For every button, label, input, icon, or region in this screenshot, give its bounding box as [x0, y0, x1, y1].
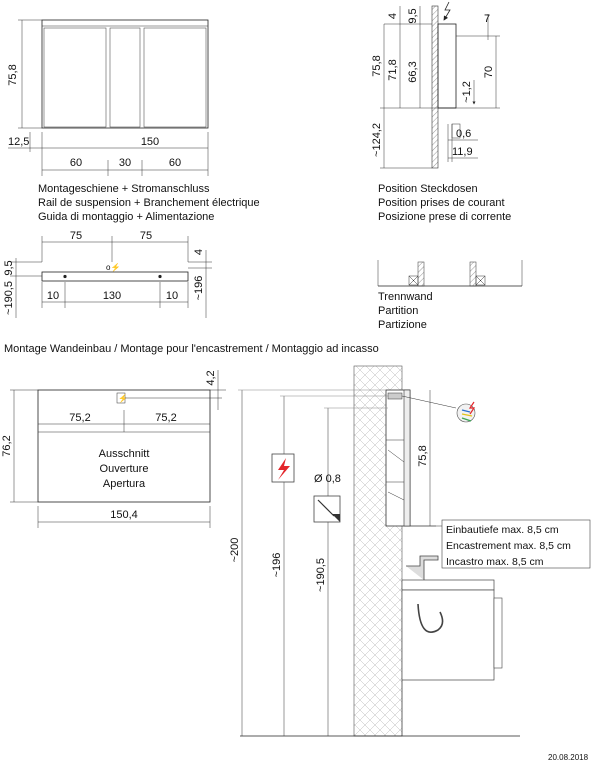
side-h124-2-label: ~124,2: [371, 123, 383, 157]
install-h200-label: ~200: [229, 538, 241, 563]
cutout-right-label: 75,2: [155, 412, 176, 424]
rail-bottom-mid-label: 130: [103, 290, 121, 302]
depth-note-it: Incastro max. 8,5 cm: [446, 556, 544, 568]
socket-caption: Position Steckdosen Position prises de c…: [378, 183, 511, 223]
drill-diameter-label: Ø 0,8: [314, 473, 341, 485]
rail-caption: Montageschiene + Stromanschluss Rail de …: [38, 183, 260, 223]
socket-caption-de: Position Steckdosen: [378, 183, 478, 195]
cabinet-front-view: 75,8 12,5 150 60 30 60: [7, 19, 209, 176]
cutout-view: ⚡ 4,2 76,2 75,2 75,2 Ausschnitt Ouvertur…: [1, 370, 226, 528]
rail-left-height-label: ~190,5: [3, 281, 15, 315]
vanity-unit: [401, 589, 495, 681]
rail-caption-fr: Rail de suspension + Branchement électri…: [38, 197, 260, 209]
side-d9-5-label: 9,5: [407, 8, 419, 23]
socket-caption-fr: Position prises de courant: [378, 197, 505, 209]
segment-left-label: 60: [70, 157, 82, 169]
side-h1-2-label: ~1,2: [461, 81, 473, 103]
rail-right-label: 75: [140, 230, 152, 242]
side-d4-label: 4: [387, 13, 399, 19]
siphon-icon: [417, 603, 444, 633]
faucet-icon: [406, 555, 439, 580]
partition-caption-it: Partizione: [378, 319, 427, 331]
side-d0-6-label: 0,6: [456, 128, 471, 140]
side-h70-label: 70: [483, 66, 495, 78]
socket-small-icon: ⚡: [118, 393, 128, 403]
socket-caption-it: Posizione prese di corrente: [378, 211, 511, 223]
install-h196-label: ~196: [271, 553, 283, 578]
rail-left-label: 75: [70, 230, 82, 242]
power-arrow-icon: [443, 1, 451, 21]
rail-caption-de: Montageschiene + Stromanschluss: [38, 183, 210, 195]
segment-mid-label: 30: [119, 157, 131, 169]
rail-view: 75 75 o⚡ 4 ~196 9,5 ~190,5 10 130 10: [3, 230, 212, 318]
cutout-left-label: 75,2: [69, 412, 90, 424]
rail-bottom-right-label: 10: [166, 290, 178, 302]
side-h75-8-label: 75,8: [371, 55, 383, 76]
socket-symbol: o⚡: [106, 262, 120, 272]
rail-right-height-label: ~196: [193, 276, 205, 301]
installation-section: ~200 ~196 ~190,5 75,8 Ø 0,8 Einbautiefe …: [229, 365, 591, 737]
rail-left-top-label: 9,5: [3, 260, 15, 275]
partition-caption: Trennwand Partition Partizione: [378, 291, 433, 331]
side-profile-view: 4 9,5 7 75,8 71,8 66,3 ~124,2 70 ~1,2 0,…: [371, 1, 500, 169]
cabinet-height-label: 75,8: [7, 64, 19, 85]
side-h71-8-label: 71,8: [387, 59, 399, 80]
cutout-height-label: 76,2: [1, 435, 13, 456]
cabinet-width-label: 150: [141, 136, 159, 148]
rail-caption-it: Guida di montaggio + Alimentazione: [38, 211, 214, 223]
side-d7-label: 7: [484, 13, 490, 25]
side-h66-3-label: 66,3: [407, 61, 419, 82]
install-h190-5-label: ~190,5: [315, 558, 327, 592]
cutout-label-it: Apertura: [103, 478, 146, 490]
cutout-label-de: Ausschnitt: [99, 448, 150, 460]
cutout-width-label: 150,4: [110, 509, 138, 521]
partition-caption-fr: Partition: [378, 305, 418, 317]
date-label: 20.08.2018: [548, 753, 589, 762]
rail-hole-right: [158, 274, 162, 279]
depth-note-fr: Encastrement max. 8,5 cm: [446, 540, 571, 552]
section-title: Montage Wandeinbau / Montage pour l'enca…: [4, 343, 379, 355]
segment-right-label: 60: [169, 157, 181, 169]
cutout-h4-2-label: 4,2: [205, 370, 217, 385]
offset-label: 12,5: [8, 136, 29, 148]
depth-note-box: [441, 519, 591, 569]
rail-bottom-left-label: 10: [47, 290, 59, 302]
rail-hole-left: [63, 274, 67, 279]
rail-top-right-label: 4: [193, 249, 205, 255]
install-h75-8-label: 75,8: [417, 445, 429, 466]
partition-caption-de: Trennwand: [378, 291, 433, 303]
partition-view: [377, 260, 523, 287]
depth-note-de: Einbautiefe max. 8,5 cm: [446, 524, 559, 536]
cutout-label-fr: Ouverture: [100, 463, 149, 475]
side-d11-9-label: 11,9: [452, 146, 473, 158]
